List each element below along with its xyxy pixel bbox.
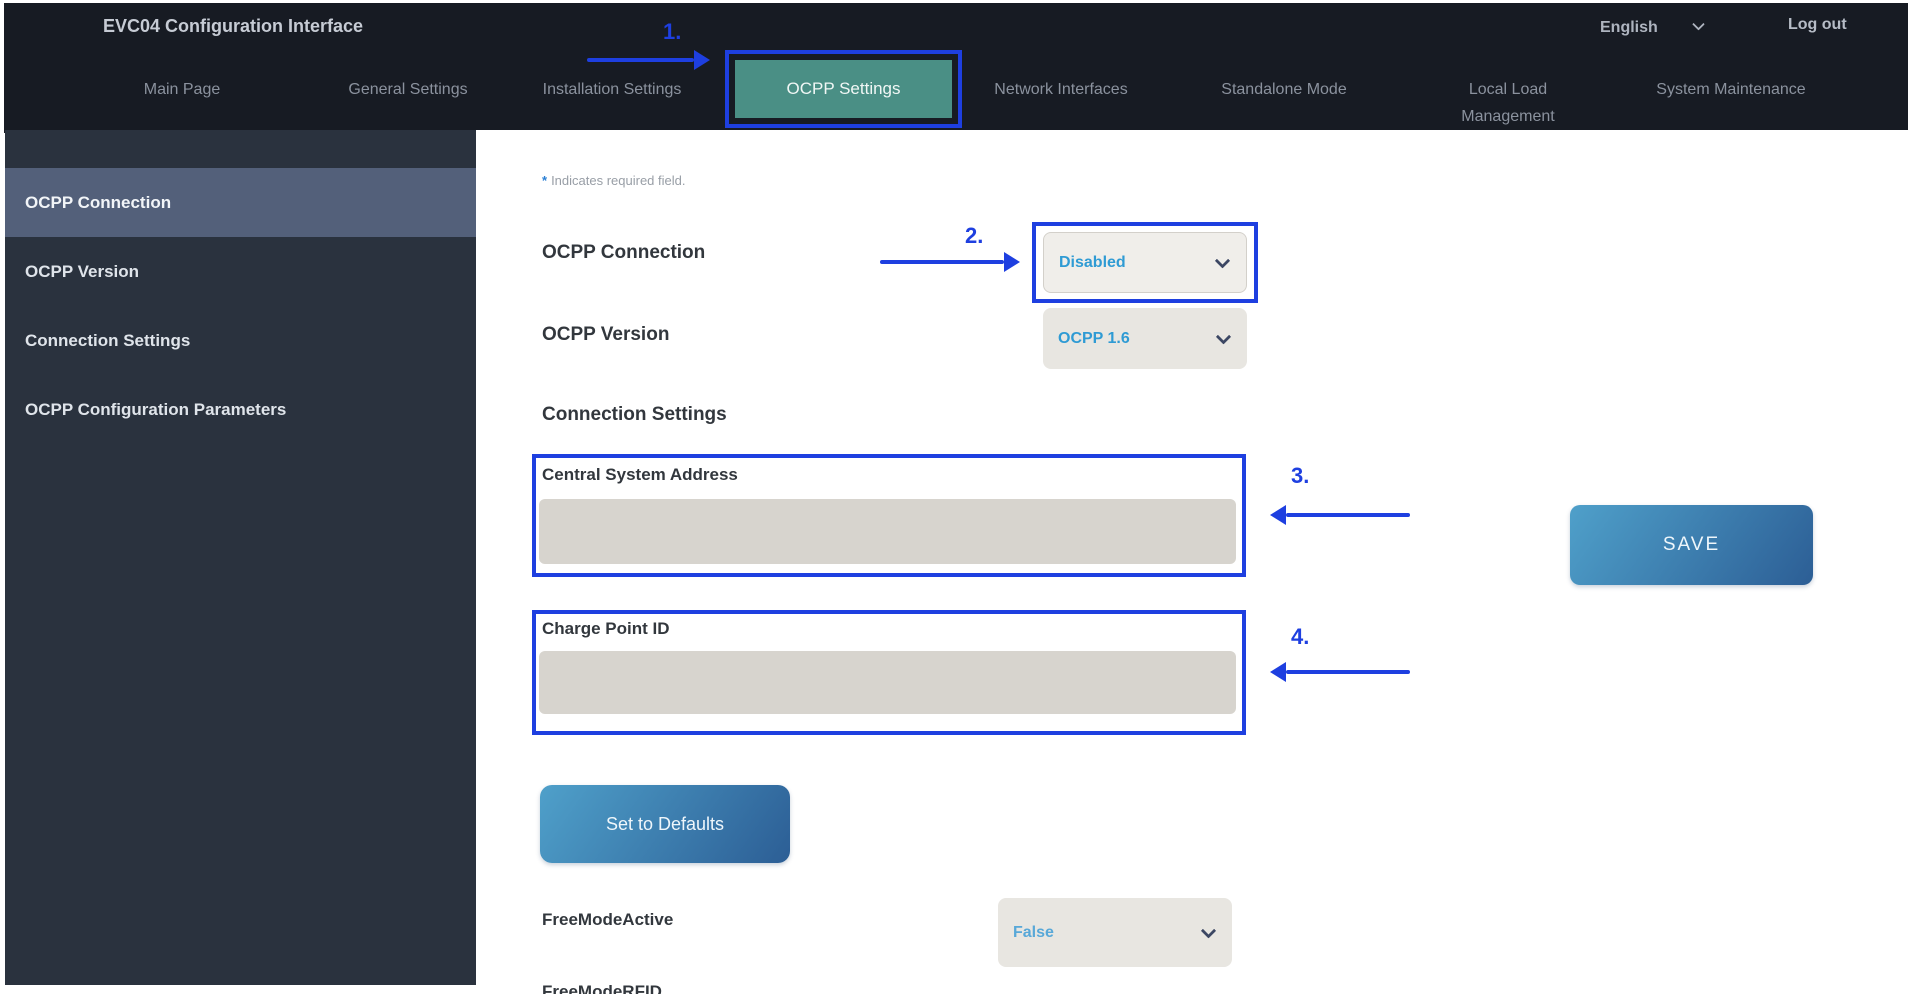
set-to-defaults-button[interactable]: Set to Defaults — [540, 785, 790, 863]
nav-item-network-interfaces[interactable]: Network Interfaces — [994, 81, 1128, 98]
ocpp-connection-dropdown[interactable]: Disabled — [1043, 232, 1247, 293]
ocpp-version-label: OCPP Version — [542, 324, 670, 345]
ocpp-connection-value: Disabled — [1059, 253, 1126, 271]
nav-item-general-settings[interactable]: General Settings — [348, 81, 468, 98]
ocpp-connection-label: OCPP Connection — [542, 242, 706, 263]
ocpp-version-value: OCPP 1.6 — [1058, 329, 1130, 347]
logout-button[interactable]: Log out — [1788, 16, 1847, 33]
main-content: *Indicates required field. OCPP Connecti… — [476, 130, 1908, 994]
required-note-text: Indicates required field. — [551, 173, 686, 188]
nav-item-installation-settings[interactable]: Installation Settings — [542, 81, 682, 98]
sidebar-list: OCPP Connection OCPP Version Connection … — [5, 168, 476, 444]
tab-ocpp-settings-label: OCPP Settings — [786, 79, 901, 98]
charge-point-id-label: Charge Point ID — [542, 619, 670, 638]
central-system-address-input[interactable] — [539, 499, 1236, 564]
annotation-box-3 — [532, 454, 1246, 577]
connection-settings-heading: Connection Settings — [542, 404, 727, 425]
annotation-box-2 — [1032, 222, 1258, 303]
app-title: EVC04 Configuration Interface — [103, 16, 364, 36]
annotation-arrow-3 — [1286, 513, 1410, 517]
annotation-box-4 — [532, 610, 1246, 735]
free-mode-active-value: False — [1013, 923, 1054, 941]
tab-ocpp-settings[interactable]: OCPP Settings — [735, 60, 952, 118]
sidebar: OCPP Connection OCPP Version Connection … — [5, 130, 476, 985]
nav-item-system-maintenance[interactable]: System Maintenance — [1656, 81, 1806, 98]
chevron-down-icon — [1200, 922, 1217, 939]
ocpp-version-dropdown[interactable]: OCPP 1.6 — [1043, 308, 1247, 369]
sidebar-item-ocpp-configuration-parameters[interactable]: OCPP Configuration Parameters — [25, 399, 287, 419]
nav-item-main-page[interactable]: Main Page — [143, 81, 221, 98]
sidebar-item-ocpp-version[interactable]: OCPP Version — [25, 261, 140, 281]
save-button[interactable]: SAVE — [1570, 505, 1813, 585]
required-field-note: *Indicates required field. — [542, 173, 685, 188]
chevron-down-icon — [1691, 17, 1705, 31]
nav-item-local-load-management[interactable]: Local Load Management — [1461, 81, 1555, 125]
sidebar-item-ocpp-connection[interactable]: OCPP Connection — [5, 168, 476, 237]
required-asterisk: * — [542, 173, 548, 188]
top-bar: EVC04 Configuration Interface English Lo… — [4, 3, 1908, 56]
annotation-arrow-4 — [1286, 670, 1410, 674]
sidebar-item-connection-settings[interactable]: Connection Settings — [25, 330, 191, 350]
language-label: English — [1600, 19, 1658, 36]
annotation-step-1: 1. — [663, 19, 682, 44]
free-mode-active-label: FreeModeActive — [542, 910, 674, 929]
annotation-step-2: 2. — [965, 223, 984, 248]
app-window: EVC04 Configuration Interface English Lo… — [4, 3, 1908, 994]
charge-point-id-input[interactable] — [539, 651, 1236, 714]
annotation-step-4: 4. — [1291, 624, 1310, 649]
chevron-down-icon — [1215, 328, 1232, 345]
central-system-address-label: Central System Address — [542, 465, 738, 484]
annotation-box-1: OCPP Settings — [725, 50, 962, 128]
annotation-arrow-2 — [880, 260, 1004, 264]
annotation-arrow-1 — [587, 58, 694, 62]
free-mode-active-dropdown[interactable]: False — [998, 898, 1232, 967]
chevron-down-icon — [1214, 252, 1231, 269]
annotation-step-3: 3. — [1291, 463, 1310, 488]
language-selector[interactable]: English — [1600, 13, 1705, 43]
nav-item-standalone-mode[interactable]: Standalone Mode — [1221, 81, 1347, 98]
free-mode-rfid-label: FreeModeRFID — [542, 982, 662, 994]
